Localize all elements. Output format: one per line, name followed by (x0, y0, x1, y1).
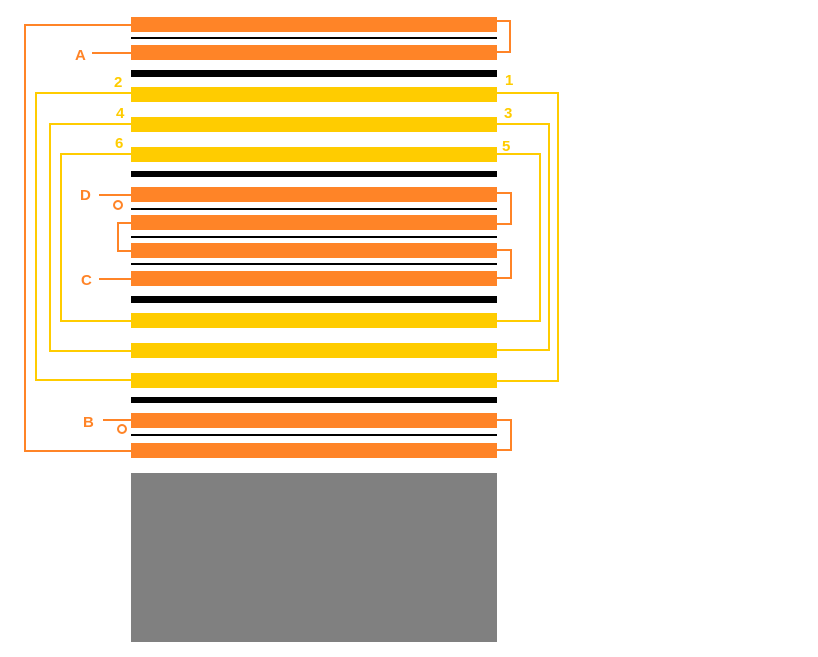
yellow-loop-middle (497, 123, 550, 351)
label-terminal-d: D (80, 187, 91, 204)
label-terminal-a: A (75, 47, 86, 64)
orange-link-c-right (497, 249, 512, 279)
orange-layer-c (131, 271, 497, 286)
orange-layer (131, 243, 497, 258)
label-winding-6: 6 (115, 135, 123, 152)
orange-link-a-to-b (24, 24, 131, 452)
polarity-dot-b (117, 424, 127, 434)
yellow-loop-outer (497, 92, 559, 382)
yellow-layer-6 (131, 313, 497, 328)
orange-layer-b-bottom (131, 443, 497, 458)
label-winding-3: 3 (504, 105, 512, 122)
yellow-loop-inner (497, 153, 541, 322)
labels: A D C B 1 2 3 4 5 6 (75, 47, 513, 431)
yellow-layer-3 (131, 117, 497, 132)
insulation-thick (131, 70, 497, 77)
yellow-layer-2 (131, 373, 497, 388)
core-block (131, 473, 497, 642)
orange-link-b-right (497, 419, 512, 451)
insulation-thick (131, 296, 497, 303)
orange-layer-a-top (131, 17, 497, 32)
label-winding-2: 2 (114, 74, 122, 91)
yellow-layer-5 (131, 147, 497, 162)
orange-link-left-mid (117, 222, 131, 252)
insulation-thick (131, 171, 497, 177)
yellow-loop-left-middle (49, 123, 131, 352)
orange-link-d-right (497, 192, 512, 225)
orange-link-a-right (497, 20, 511, 53)
insulation-thin (131, 434, 497, 436)
insulation-thick (131, 397, 497, 403)
label-winding-1: 1 (505, 72, 513, 89)
yellow-layer-1 (131, 87, 497, 102)
orange-layer-b-top (131, 413, 497, 428)
yellow-connections (35, 92, 559, 382)
orange-layer-d (131, 187, 497, 202)
insulation-thin (131, 263, 497, 265)
label-terminal-c: C (81, 272, 92, 289)
label-winding-4: 4 (116, 105, 125, 122)
orange-layer-a-bottom (131, 45, 497, 60)
orange-connections (24, 20, 512, 452)
yellow-loop-left-outer (35, 92, 131, 381)
polarity-dot-d (113, 200, 123, 210)
yellow-layer-4 (131, 343, 497, 358)
label-winding-5: 5 (502, 138, 510, 155)
label-terminal-b: B (83, 414, 94, 431)
insulation-thin (131, 37, 497, 39)
orange-layer (131, 215, 497, 230)
insulation-thin (131, 236, 497, 238)
insulation-thin (131, 208, 497, 210)
yellow-loop-left-inner (60, 153, 131, 322)
layer-stack (131, 17, 497, 642)
